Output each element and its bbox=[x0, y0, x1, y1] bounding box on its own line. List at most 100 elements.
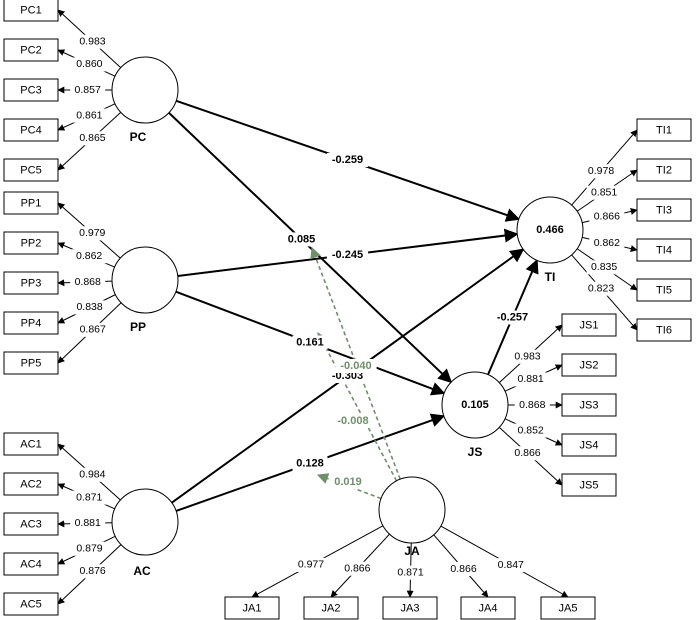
loading-label: 0.867 bbox=[80, 324, 106, 336]
indicator-box: AC4 bbox=[3, 552, 59, 576]
indicator-label: PP4 bbox=[21, 317, 42, 329]
path-coefficient-bg bbox=[284, 232, 320, 247]
indicator-box: JS2 bbox=[561, 353, 617, 377]
path-coefficient-group: -0.257 bbox=[491, 310, 534, 325]
moderation-path bbox=[310, 246, 401, 480]
indicator-label: PP1 bbox=[21, 197, 42, 209]
loading-label: 0.881 bbox=[75, 517, 101, 529]
indicator-box: JA4 bbox=[460, 596, 516, 620]
r-squared-value: 0.105 bbox=[461, 399, 489, 411]
loading-label: 0.984 bbox=[79, 469, 105, 481]
loading-label: 0.835 bbox=[591, 261, 617, 273]
loading-label-bg bbox=[589, 236, 625, 251]
indicator-rect bbox=[3, 118, 59, 142]
loading-label-group: 0.865 bbox=[74, 131, 110, 146]
construct-name: PP bbox=[130, 320, 146, 334]
loading-label-group: 0.866 bbox=[446, 562, 482, 577]
loading-label: 0.851 bbox=[591, 186, 617, 198]
indicator-box: TI2 bbox=[636, 158, 692, 182]
path-coefficient-bg bbox=[491, 310, 534, 325]
indicator-label: TI2 bbox=[656, 164, 672, 176]
loading-label: 0.866 bbox=[450, 563, 476, 575]
loading-label-group: 0.881 bbox=[70, 516, 106, 531]
loading-label: 0.879 bbox=[76, 543, 102, 555]
path-coefficient-group: 0.161 bbox=[292, 335, 328, 350]
loading-label-group: 0.857 bbox=[70, 83, 106, 97]
path-coefficient: 0.085 bbox=[288, 233, 316, 245]
indicator-box: TI3 bbox=[636, 198, 692, 222]
loading-label-bg bbox=[74, 34, 110, 49]
indicator-rect bbox=[3, 231, 59, 255]
loading-label-bg bbox=[339, 561, 375, 576]
indicator-rect bbox=[561, 433, 617, 457]
indicator-box: AC5 bbox=[3, 592, 59, 616]
indicator-label: JA4 bbox=[479, 602, 498, 614]
indicator-box: AC2 bbox=[3, 472, 59, 496]
indicator-box: PP3 bbox=[3, 271, 59, 295]
construct-pp: PP bbox=[111, 246, 179, 334]
loading-label-group: 0.879 bbox=[72, 541, 108, 556]
indicator-box: PC5 bbox=[3, 158, 59, 182]
indicator-label: AC3 bbox=[20, 518, 41, 530]
moderation-path bbox=[317, 332, 398, 482]
indicator-box: PP1 bbox=[3, 191, 59, 215]
indicator-box: PP5 bbox=[3, 351, 59, 375]
loading-label-group: 0.983 bbox=[510, 349, 546, 364]
construct-name: TI bbox=[545, 270, 556, 284]
indicator-box: JA1 bbox=[224, 596, 280, 620]
path-coefficient: -0.245 bbox=[332, 249, 363, 261]
moderation-coefficient-bg bbox=[330, 475, 366, 489]
loading-label-group: 0.984 bbox=[74, 467, 110, 482]
indicator-label: JS1 bbox=[580, 319, 599, 331]
indicator-rect bbox=[636, 278, 692, 302]
indicator-rect bbox=[636, 198, 692, 222]
path-coefficient: -0.257 bbox=[497, 311, 528, 323]
loading-label-bg bbox=[513, 372, 549, 387]
moderation-coefficient: 0.019 bbox=[334, 476, 362, 488]
construct-circle bbox=[441, 371, 509, 439]
construct-name: JA bbox=[404, 544, 420, 558]
path-coefficient-bg bbox=[326, 248, 369, 262]
moderation-coefficient: -0.040 bbox=[340, 360, 371, 372]
loading-label-group: 0.838 bbox=[72, 300, 108, 315]
indicator-label: PC4 bbox=[20, 124, 41, 136]
indicator-rect bbox=[636, 118, 692, 142]
loading-label: 0.857 bbox=[75, 84, 101, 96]
loading-label: 0.862 bbox=[594, 237, 620, 249]
loading-label-group: 0.851 bbox=[586, 185, 622, 200]
indicator-box: JS4 bbox=[561, 433, 617, 457]
loading-label-bg bbox=[510, 349, 546, 364]
indicator-rect bbox=[3, 552, 59, 576]
indicator-label: PP5 bbox=[21, 357, 42, 369]
construct-circle bbox=[516, 196, 584, 264]
indicator-box: PC3 bbox=[3, 78, 59, 102]
loading-label-group: 0.861 bbox=[71, 108, 107, 123]
loading-label: 0.978 bbox=[588, 165, 614, 177]
loading-label-group: 0.978 bbox=[583, 164, 619, 179]
indicator-rect bbox=[3, 271, 59, 295]
indicator-rect bbox=[3, 191, 59, 215]
loading-label-group: 0.876 bbox=[75, 564, 111, 579]
indicator-box: PC1 bbox=[3, 0, 59, 22]
indicator-rect bbox=[561, 353, 617, 377]
construct-name: AC bbox=[133, 564, 151, 578]
path-coefficient-group: -0.259 bbox=[326, 153, 369, 167]
loading-label-group: 0.871 bbox=[71, 490, 107, 505]
loading-label-group: 0.866 bbox=[339, 561, 375, 576]
loading-label-bg bbox=[583, 164, 619, 179]
construct-name: PC bbox=[130, 130, 147, 144]
loading-label: 0.866 bbox=[344, 562, 370, 574]
indicator-label: TI6 bbox=[656, 324, 672, 336]
loading-label-bg bbox=[71, 249, 107, 264]
indicator-label: JA5 bbox=[559, 602, 578, 614]
loading-label-group: 0.977 bbox=[293, 557, 329, 572]
indicator-box: JS1 bbox=[561, 313, 617, 337]
indicator-label: TI4 bbox=[656, 244, 672, 256]
indicator-label: TI5 bbox=[656, 284, 672, 296]
indicator-box: AC1 bbox=[3, 432, 59, 456]
loading-label-bg bbox=[71, 57, 107, 72]
indicator-rect bbox=[3, 432, 59, 456]
loading-label: 0.983 bbox=[79, 35, 105, 47]
construct-name: JS bbox=[468, 445, 483, 459]
loading-label-bg bbox=[586, 260, 622, 275]
